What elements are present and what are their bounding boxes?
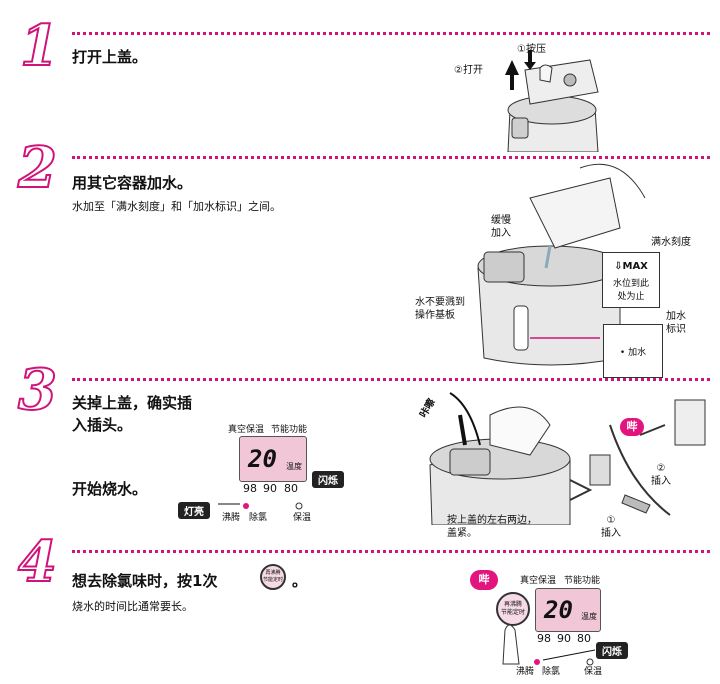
- closing-lid-illustration: [429, 392, 593, 525]
- press-label: ①按压: [517, 44, 546, 55]
- flash-badge-4: 闪烁: [596, 642, 628, 659]
- water-level-text: 水位到此 处为止: [612, 279, 649, 302]
- step-number-1: 1: [19, 13, 60, 79]
- dechlor-label: 除氯: [249, 513, 268, 523]
- boil-label-4: 沸腾: [516, 667, 535, 677]
- max-mark: ⇩MAX: [614, 261, 648, 272]
- step-number-2: 2: [17, 135, 58, 201]
- panel-indicators: [218, 502, 303, 510]
- step-title-1: 打开上盖。: [72, 48, 148, 66]
- step-title-3b: 开始烧水。: [72, 480, 148, 498]
- slow-pour-label: 缓慢 加入: [491, 215, 511, 239]
- fill-mark-box: • 加水: [603, 324, 663, 378]
- pot-lid-open-illustration: [505, 50, 599, 152]
- panel-vacuum-label: 真空保温: [228, 425, 265, 435]
- panel-eco-label: 节能功能: [271, 425, 308, 435]
- temp4-80: 80: [577, 632, 591, 645]
- step-note-4: 烧水的时间比通常要长。: [72, 600, 193, 613]
- lcd4-unit: 温度: [581, 612, 597, 621]
- step-divider-1: [72, 32, 710, 35]
- flash-badge: 闪烁: [312, 471, 344, 488]
- step-number-3: 3: [17, 357, 58, 423]
- beep-bubble-4: 哔: [470, 570, 498, 590]
- lcd4-temperature: 20: [544, 596, 573, 624]
- keep-warm-label: 保温: [293, 513, 312, 523]
- step-number-4: 4: [17, 529, 58, 595]
- keep-warm-label-4: 保温: [584, 667, 603, 677]
- pouring-water-illustration: [477, 163, 646, 366]
- lcd-temperature: 20: [248, 445, 277, 473]
- lcd-unit: 温度: [286, 462, 302, 471]
- insert-step-2-label: ② 插入: [651, 463, 671, 487]
- pressing-finger-illustration: [502, 624, 596, 666]
- temp4-98: 98: [537, 632, 551, 645]
- fill-mark-label: 加水 标识: [666, 311, 686, 335]
- full-water-label: 满水刻度: [651, 237, 691, 248]
- fill-mark-text: • 加水: [619, 348, 647, 358]
- open-label: ②打开: [454, 65, 483, 76]
- max-level-box: ⇩MAX 水位到此 处为止: [602, 252, 660, 308]
- panel4-eco-label: 节能功能: [564, 576, 601, 586]
- step-title-4-end: 。: [292, 572, 308, 590]
- temp-98: 98: [243, 482, 257, 495]
- plug-illustration: [589, 399, 706, 516]
- step-title-4: 想去除氯味时，按1次: [72, 572, 218, 590]
- step-divider-4: [72, 550, 710, 553]
- step-divider-3: [72, 378, 710, 381]
- dechlor-label-4: 除氯: [542, 667, 561, 677]
- lit-badge: 灯亮: [178, 502, 210, 519]
- lid-instruction-label: 按上盖的左右两边， 盖紧。: [447, 515, 537, 539]
- temp-90: 90: [263, 482, 277, 495]
- panel4-reboil-button[interactable]: 再沸腾 节能定时: [496, 592, 530, 626]
- splash-warning-label: 水不要溅到 操作基板: [415, 297, 465, 321]
- step-title-2: 用其它容器加水。: [72, 174, 193, 192]
- panel4-vacuum-label: 真空保温: [520, 576, 557, 586]
- step-title-3: 关掉上盖，确实插 入插头。: [72, 394, 193, 434]
- step-note-2: 水加至「满水刻度」和「加水标识」之间。: [72, 200, 281, 213]
- step-divider-2: [72, 156, 710, 159]
- lcd-display-4: 20 温度: [535, 588, 601, 632]
- boil-label: 沸腾: [222, 513, 241, 523]
- reboil-button-icon: 再沸腾 节能定时: [260, 564, 286, 590]
- lcd-display: 20 温度: [239, 436, 307, 482]
- temp-80: 80: [284, 482, 298, 495]
- temp4-90: 90: [557, 632, 571, 645]
- beep-bubble-3: 哔: [620, 418, 644, 436]
- insert-step-1-label: ① 插入: [601, 515, 621, 539]
